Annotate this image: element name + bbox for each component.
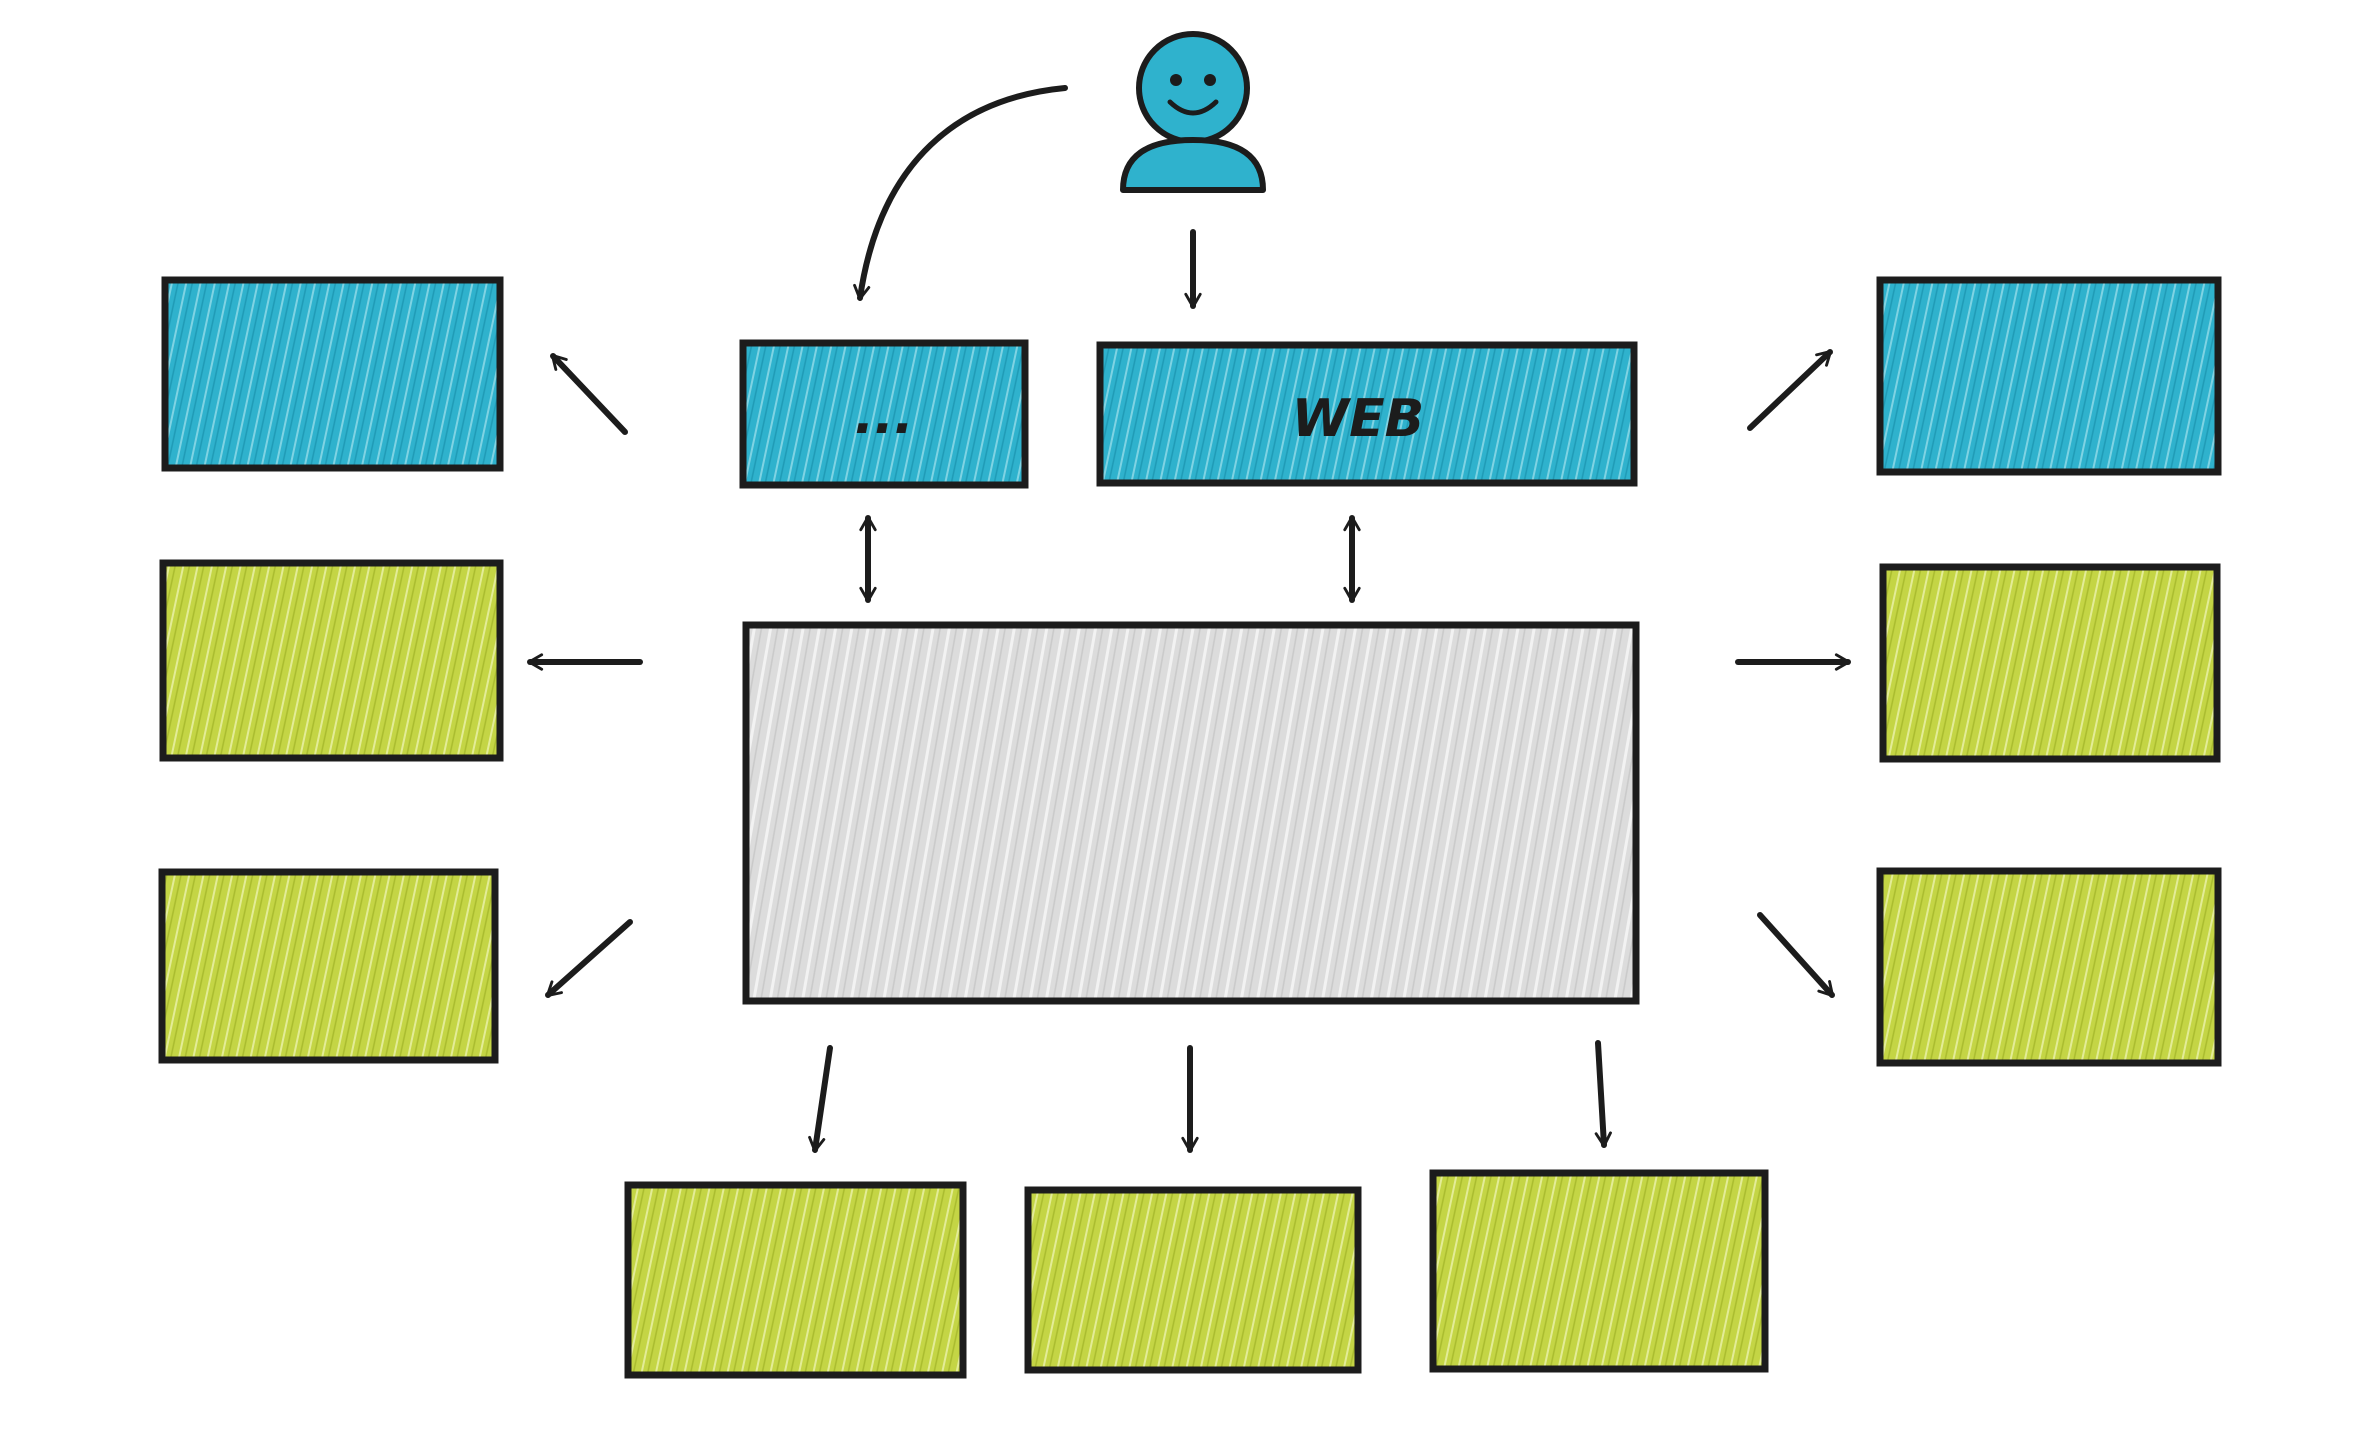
right-middle-box <box>1879 563 2221 763</box>
left-bottom-box <box>158 868 499 1064</box>
arrow-to-right-top <box>1747 349 1833 431</box>
user-icon <box>1120 31 1266 193</box>
bottom-center-box <box>1024 1186 1362 1374</box>
central-system-box <box>742 621 1640 1005</box>
left-top-box <box>161 276 504 472</box>
arrow-user-to-other-channel <box>853 85 1068 301</box>
arrow-to-bottom-right <box>1594 1040 1612 1148</box>
bottom-left-box <box>624 1181 967 1379</box>
channel-web-box: WEB <box>1096 341 1638 487</box>
arrow-to-bottom-left <box>808 1045 833 1153</box>
left-middle-box <box>159 559 504 762</box>
arrow-to-left-top <box>550 353 628 435</box>
channel-other-box: ... <box>739 339 1029 489</box>
arrow-to-right-bottom <box>1757 912 1835 998</box>
right-bottom-box <box>1876 867 2222 1067</box>
right-top-box <box>1876 276 2222 476</box>
channel-other-label: ... <box>854 386 913 446</box>
bottom-right-box <box>1429 1169 1769 1373</box>
arrow-to-left-bottom <box>545 919 633 998</box>
channel-web-label: WEB <box>1292 389 1425 449</box>
